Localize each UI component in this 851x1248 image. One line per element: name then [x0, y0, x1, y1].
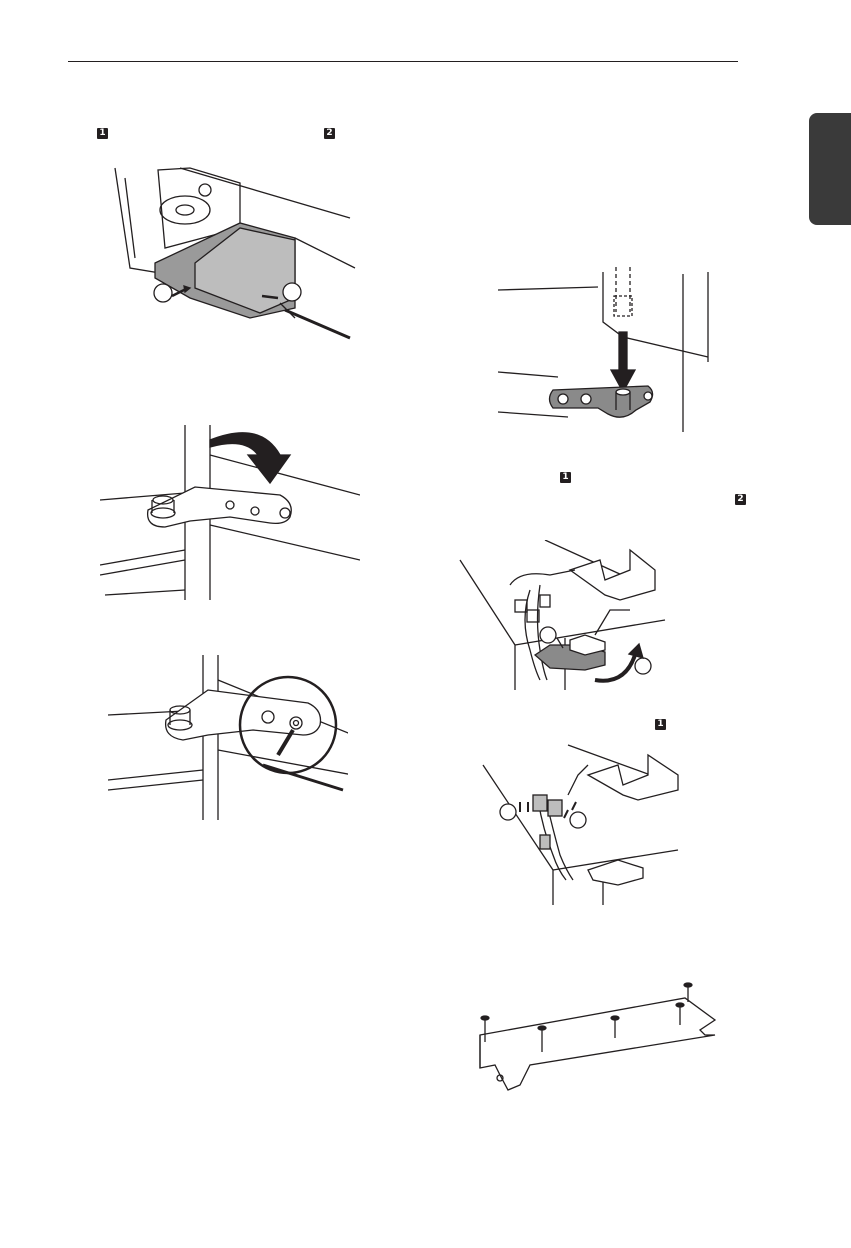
language-tab: [809, 113, 851, 225]
header-rule: [68, 61, 738, 62]
step-badge-2: 2: [324, 128, 335, 139]
step-badge-1c: 1: [655, 719, 666, 730]
step-badge-1: 1: [97, 128, 108, 139]
wire-clip-icon: [455, 540, 675, 720]
base-plate-screws-icon: [470, 980, 730, 1110]
rotate-hinge-icon: [100, 425, 360, 600]
hinge-pin-insert-icon: [498, 262, 718, 442]
step-badge-2b: 2: [735, 494, 746, 505]
hinge-cover-screwdriver-icon: [110, 158, 360, 348]
hex-wrench-icon: [108, 655, 348, 820]
wire-connector-icon: [478, 740, 688, 910]
step-badge-1b: 1: [560, 472, 571, 483]
